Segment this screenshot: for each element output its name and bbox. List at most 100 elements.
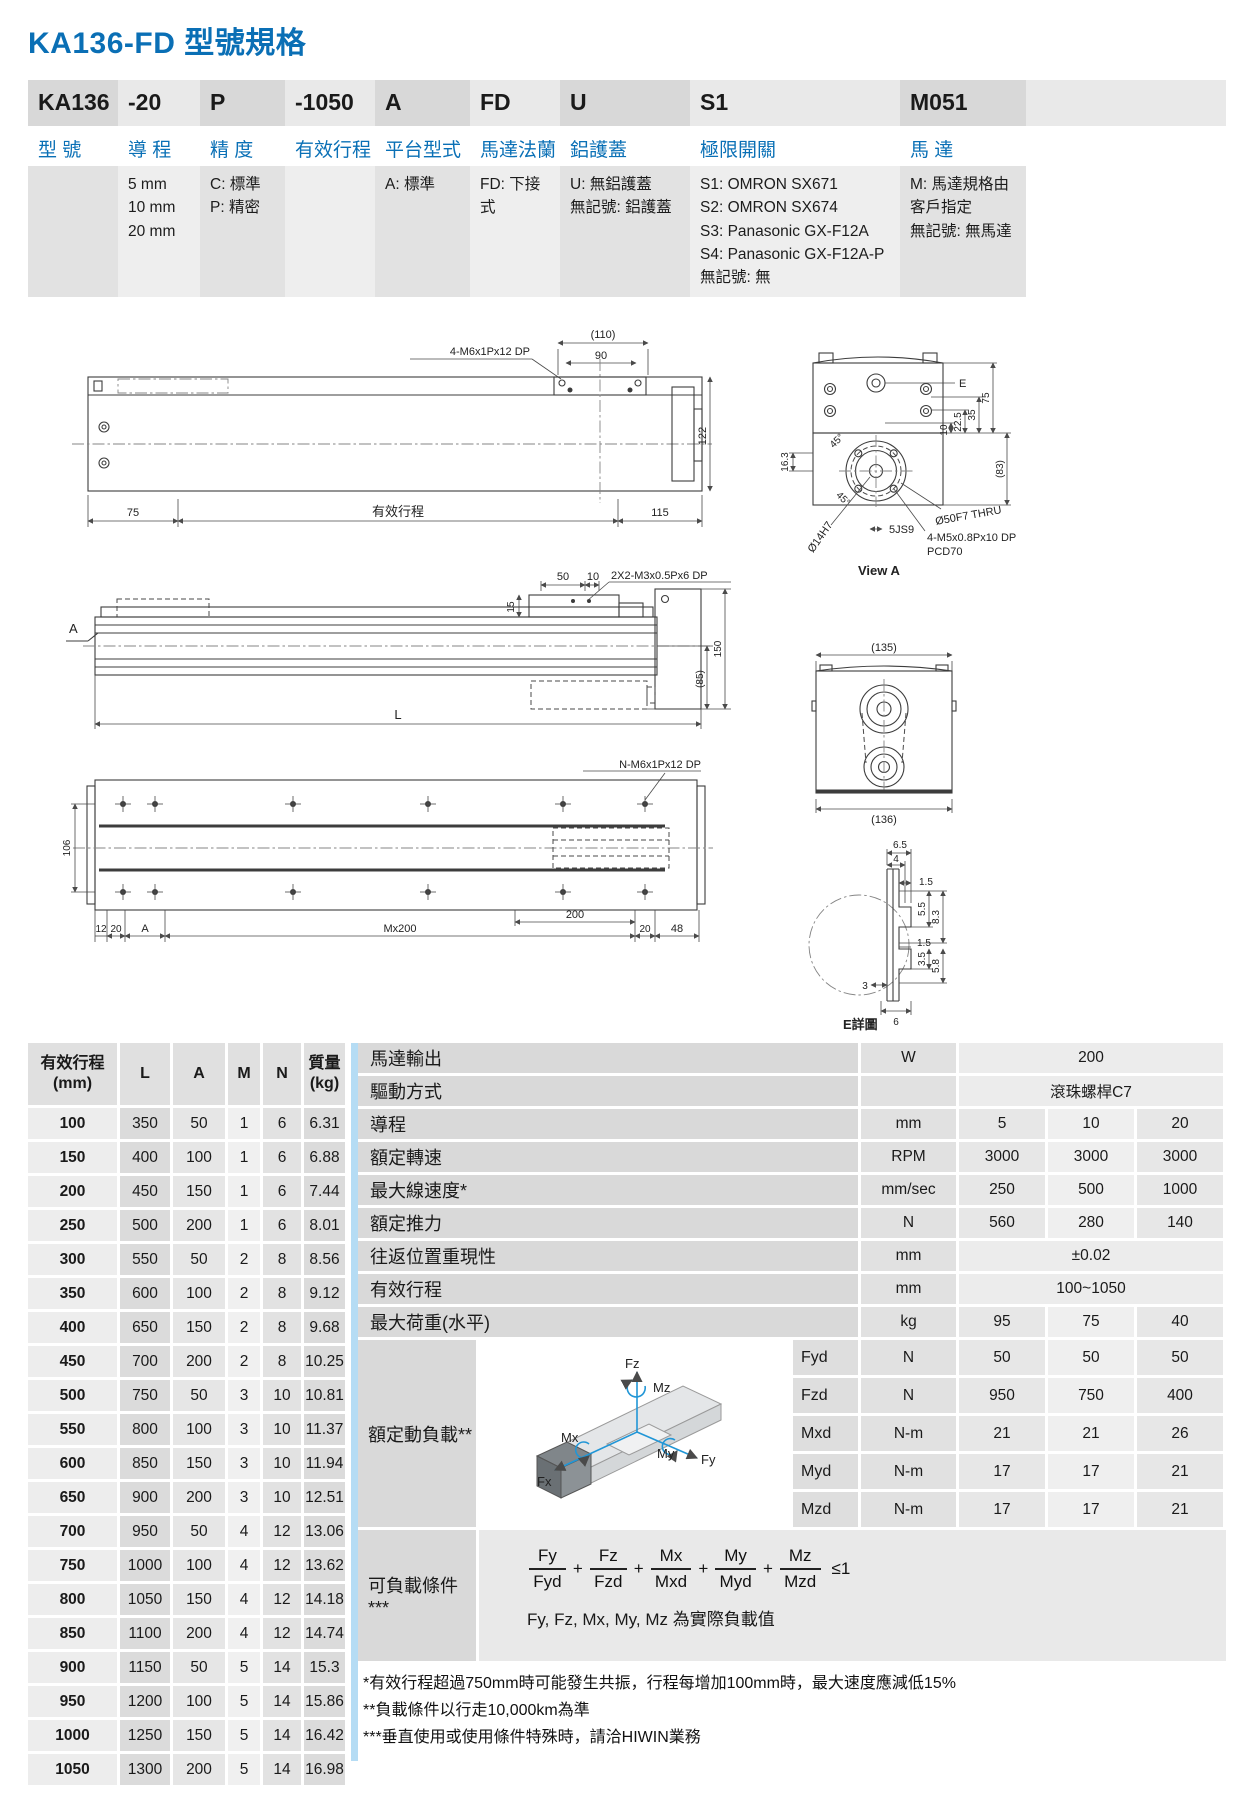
load-axes <box>553 1370 698 1471</box>
spec-value-cell: 17 <box>1048 1492 1134 1528</box>
dimension-value-cell: 200 <box>173 1618 225 1650</box>
axis-label-fz: Fz <box>625 1356 639 1371</box>
model-field-label: 馬 達 <box>900 126 1026 166</box>
dim-label: 20 <box>639 924 651 935</box>
dimension-value-cell: 2 <box>228 1244 260 1276</box>
dim-label: Ø50F7 THRU <box>934 505 1002 528</box>
dim-label: 90 <box>595 350 607 362</box>
spec-value-cell: 140 <box>1137 1208 1223 1239</box>
dim-label: 20 <box>110 924 122 935</box>
dimension-value-cell: 1050 <box>120 1584 170 1616</box>
spec-value-cell: 50 <box>1137 1340 1223 1376</box>
dimension-value-cell: 12.51 <box>304 1482 345 1514</box>
dim-label: 22.5 <box>953 412 964 432</box>
spec-value-cell: 50 <box>1048 1340 1134 1376</box>
dim-label: 4 <box>893 854 899 865</box>
dimension-value-cell: 15.3 <box>304 1652 345 1684</box>
spec-label-cell: 有效行程 <box>358 1274 858 1305</box>
dim-label: 4-M6x1Px12 DP <box>450 346 530 358</box>
dimension-value-cell: 8.56 <box>304 1244 345 1276</box>
spec-unit-cell: W <box>861 1043 956 1074</box>
formula-denominator: Mzd <box>784 1572 817 1592</box>
dimension-value-cell: 8 <box>263 1346 301 1378</box>
dimension-value-cell: 50 <box>173 1244 225 1276</box>
dimension-value-cell: 1300 <box>120 1754 170 1786</box>
formula-denominator: Fzd <box>594 1572 623 1592</box>
spec-value-cell: 200 <box>959 1043 1223 1074</box>
model-option: 無記號: 鋁護蓋 <box>570 199 672 217</box>
dimension-value-cell: 8 <box>263 1244 301 1276</box>
dimension-value-cell: 10 <box>263 1380 301 1412</box>
dim-label: Mx200 <box>383 923 416 935</box>
dimension-value-cell: 500 <box>120 1210 170 1242</box>
dimension-value-cell: 1 <box>228 1210 260 1242</box>
dimension-value-cell: 6.31 <box>304 1108 345 1140</box>
dim-label: 有效行程 <box>372 504 424 519</box>
dimension-value-cell: 750 <box>120 1380 170 1412</box>
spec-value-cell: 17 <box>1048 1454 1134 1490</box>
model-options-cell <box>28 166 118 298</box>
spec-label-cell: 導程 <box>358 1109 858 1140</box>
spec-value-cell: 3000 <box>959 1142 1045 1173</box>
model-option: 無記號: 無 <box>700 269 771 286</box>
spec-value-cell: 5 <box>959 1109 1045 1140</box>
model-field-label: 鋁護蓋 <box>560 126 690 166</box>
dim-label: 4-M5x0.8Px10 DP <box>927 532 1016 544</box>
model-field-label: 馬達法蘭 <box>470 126 560 166</box>
model-options-cell: U: 無鋁護蓋無記號: 鋁護蓋 <box>560 166 690 298</box>
dimension-value-cell: 1150 <box>120 1652 170 1684</box>
motor-housing-geometry <box>811 652 957 814</box>
formula-denominator: Mxd <box>654 1572 688 1592</box>
dim-label: 1.5 <box>917 938 931 949</box>
dimension-value-cell: 8 <box>263 1312 301 1344</box>
side-view-geometry <box>66 581 731 730</box>
dim-label: 12 <box>95 924 107 935</box>
dimension-value-cell: 850 <box>28 1618 117 1650</box>
dimension-value-cell: 6.88 <box>304 1142 345 1174</box>
model-option: S3: Panasonic GX-F12A <box>700 222 869 240</box>
spec-value-cell: 滾珠螺桿C7 <box>959 1076 1223 1107</box>
dimension-value-cell: 16.42 <box>304 1720 345 1752</box>
dim-label: A <box>141 923 149 935</box>
dim-label: 150 <box>713 640 724 657</box>
dimension-column-header: 有效行程(mm) <box>28 1043 117 1106</box>
formula-numerator: Mx <box>650 1546 692 1571</box>
dimension-value-cell: 12 <box>263 1584 301 1616</box>
dimension-value-cell: 100 <box>28 1108 117 1140</box>
model-options-cell: FD: 下接式 <box>470 166 560 298</box>
actuator-isometric <box>535 1385 722 1499</box>
model-options-cell: M: 馬達規格由客戶指定無記號: 無馬達 <box>900 166 1026 298</box>
load-name-cell: Fyd <box>793 1340 858 1376</box>
spec-value-cell: 950 <box>959 1378 1045 1414</box>
model-field-label: 極限開關 <box>690 126 900 166</box>
model-options-cell <box>285 166 375 298</box>
dimension-value-cell: 8 <box>263 1278 301 1310</box>
view-a-geometry <box>789 352 1011 533</box>
spec-value-cell: 3000 <box>1137 1142 1223 1173</box>
spec-label-cell: 額定推力 <box>358 1208 858 1239</box>
spec-unit-cell: mm <box>861 1241 956 1272</box>
dimension-value-cell: 150 <box>173 1312 225 1344</box>
axis-label-mz: Mz <box>653 1380 670 1395</box>
dimension-value-cell: 2 <box>228 1278 260 1310</box>
spec-value-cell: 10 <box>1048 1109 1134 1140</box>
load-name-cell: Mxd <box>793 1416 858 1452</box>
dimension-value-cell: 8.01 <box>304 1210 345 1242</box>
dimension-value-cell: 3 <box>228 1482 260 1514</box>
